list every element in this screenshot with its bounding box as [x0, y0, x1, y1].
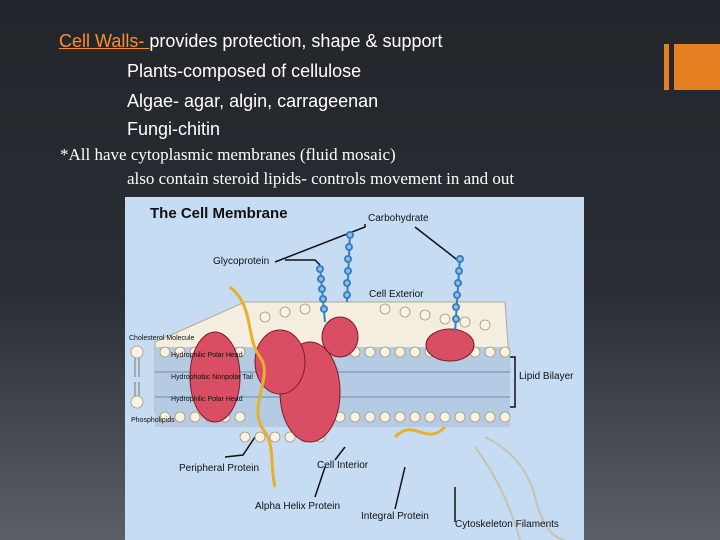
cell-walls-definition: provides protection, shape & support [149, 31, 443, 51]
accent-block [674, 44, 720, 90]
accent-bar [664, 44, 669, 90]
cell-walls-line: Cell Walls- provides protection, shape &… [59, 31, 443, 52]
label-cholesterol: Cholesterol Molecule [129, 335, 194, 342]
steroid-lipids-line: also contain steroid lipids- controls mo… [127, 169, 515, 188]
cell-membrane-diagram: The Cell Membrane [125, 197, 584, 540]
plants-line: Plants-composed of cellulose [127, 61, 362, 81]
label-carbohydrate: Carbohydrate [368, 213, 429, 224]
fungi-line: Fungi-chitin [127, 119, 221, 139]
label-integral-protein: Integral Protein [361, 511, 429, 522]
label-cytoskeleton-filaments: Cytoskeleton Filaments [455, 519, 559, 530]
diagram-title: The Cell Membrane [150, 205, 288, 222]
label-hydrophilic-head-top: Hydrophilic Polar Head [171, 352, 243, 359]
label-cell-interior: Cell Interior [317, 460, 369, 471]
label-hydrophilic-head-bottom: Hydrophilic Polar Head [171, 396, 243, 403]
label-peripheral-protein: Peripheral Protein [179, 463, 259, 474]
label-cell-exterior: Cell Exterior [369, 289, 424, 300]
label-glycoprotein: Glycoprotein [213, 256, 269, 267]
label-phospholipids: Phospholipids [131, 417, 175, 424]
label-hydrophobic-tail: Hydrophobic Nonpolar Tail [171, 374, 253, 381]
algae-line: Algae- agar, algin, carrageenan [127, 91, 379, 111]
label-alpha-helix-protein: Alpha Helix Protein [255, 501, 340, 512]
label-lipid-bilayer: Lipid Bilayer [519, 371, 574, 382]
membranes-line: *All have cytoplasmic membranes (fluid m… [60, 145, 396, 164]
cell-walls-term: Cell Walls- [59, 31, 150, 51]
